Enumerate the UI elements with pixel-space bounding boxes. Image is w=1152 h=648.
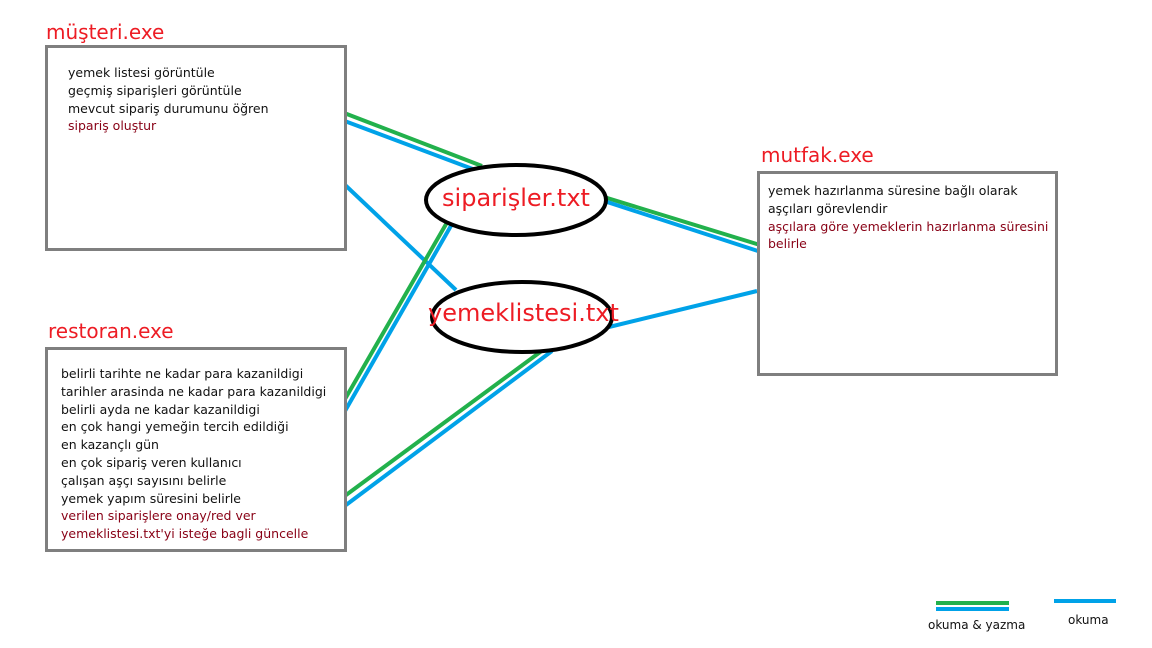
connectors — [333, 109, 762, 507]
mutfak-box — [757, 171, 1058, 376]
siparisler-file-label: siparişler.txt — [442, 184, 590, 212]
musteri-title: müşteri.exe — [46, 20, 165, 44]
mutfak-text-line: yemek hazırlanma süresine bağlı olarak — [768, 183, 1018, 198]
restoran-text-line: en çok sipariş veren kullanıcı — [61, 454, 242, 470]
musteri-text-line: yemek listesi görüntüle — [68, 65, 215, 80]
siparisler-mutfak-read-line — [603, 199, 762, 254]
mutfak-text-line: belirle — [768, 236, 807, 252]
mutfak-title: mutfak.exe — [761, 143, 874, 167]
restoran-text-line: belirli tarihte ne kadar para kazanildig… — [61, 366, 304, 381]
musteri-text-line: geçmiş siparişleri görüntüle — [68, 82, 242, 98]
legend — [936, 599, 1116, 611]
musteri-text: yemek listesi görüntüle geçmiş siparişler… — [68, 64, 269, 135]
musteri-text-line: sipariş oluştur — [68, 118, 157, 134]
restoran-text-line: yemeklistesi.txt'yi isteğe bagli güncell… — [61, 526, 309, 542]
legend-read-write-label: okuma & yazma — [928, 618, 1026, 632]
legend-read-label: okuma — [1068, 613, 1109, 627]
restoran-text-line: verilen siparişlere onay/red ver — [61, 508, 256, 524]
musteri-box — [45, 45, 347, 251]
restoran-text-line: belirli ayda ne kadar kazanildigi — [61, 401, 260, 417]
restoran-text-line: en çok hangi yemeğin tercih edildiği — [61, 419, 289, 435]
yemeklistesi-file-label: yemeklistesi.txt — [428, 299, 619, 327]
restoran-text-line: tarihler arasinda ne kadar para kazanild… — [61, 383, 327, 399]
restoran-text: belirli tarihte ne kadar para kazanildig… — [61, 365, 326, 543]
restoran-siparisler-read-line — [343, 223, 454, 412]
restoran-yemeklistesi-read-line — [344, 349, 554, 507]
restoran-yemeklistesi-write-line — [340, 345, 549, 500]
restoran-title: restoran.exe — [48, 319, 174, 343]
yemeklistesi-file-ellipse — [430, 280, 614, 354]
restoran-text-line: çalışan aşçı sayısını belirle — [61, 472, 227, 488]
mutfak-text: yemek hazırlanma süresine bağlı olarak aş… — [768, 182, 1048, 253]
restoran-text-line: yemek yapım süresini belirle — [61, 490, 241, 506]
musteri-siparisler-read-line — [333, 115, 479, 173]
siparisler-file-ellipse — [424, 163, 608, 237]
musteri-siparisler-write-line — [338, 109, 483, 168]
siparisler-mutfak-write-line — [603, 195, 761, 247]
musteri-yemeklistesi-read-line — [341, 181, 458, 292]
musteri-text-line: mevcut sipariş durumunu öğren — [68, 100, 269, 116]
mutfak-text-line: aşçılara göre yemeklerin hazırlanma süre… — [768, 218, 1049, 234]
mutfak-text-line: aşçıları görevlendir — [768, 200, 888, 216]
restoran-siparisler-write-line — [339, 217, 451, 408]
restoran-text-line: en kazançlı gün — [61, 437, 159, 453]
restoran-box — [45, 347, 347, 552]
yemeklistesi-mutfak-read-line — [608, 289, 758, 329]
